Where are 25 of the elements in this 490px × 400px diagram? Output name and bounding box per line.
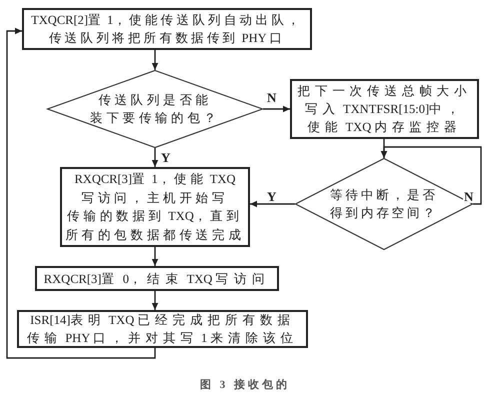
- process-box: [290, 79, 479, 139]
- branch-label: Y: [266, 190, 278, 203]
- step-text: 把下一次传送总帧大小写入 TXNTFSR[15:0]中，使能 TXQ 内存监控器: [298, 83, 472, 136]
- step-text: TXQCR[2]置 1，使能传送队列自动出队，传送队列将把所有数据传到 PHY 口: [31, 12, 303, 47]
- flow-arrow: [152, 148, 158, 167]
- question-text: 等待中断，是否得到内存空间？: [330, 187, 438, 222]
- process-box: [35, 266, 279, 291]
- step-text: RXQCR[3]置 1，使能 TXQ 写访问，主机开始写传输的数据到 TXQ，直到所有的包数据都传送完成: [65, 171, 245, 244]
- flow-arrow: [152, 247, 158, 266]
- decision-diamond: [295, 158, 473, 250]
- question-text: 传送队列是否能装下要传输的包？: [90, 92, 220, 127]
- process-box: [22, 8, 312, 50]
- branch-label: N: [266, 91, 278, 104]
- figure-caption: 图 3 接收包的: [200, 378, 290, 392]
- flow-arrow: [152, 50, 158, 70]
- flow-arrow: [250, 200, 295, 208]
- step-text: RXQCR[3]置 0，结束 TXQ 写访问: [44, 270, 270, 288]
- step-text: ISR[14]表明 TXQ 已经完成把所有数据传输 PHY 口，并对其写 1 来清除该位: [27, 312, 298, 347]
- branch-label: N: [463, 190, 474, 203]
- decision-diamond: [47, 70, 263, 148]
- flow-arrow: [152, 291, 158, 310]
- flow-arrow: [380, 146, 482, 205]
- flow-arrow: [263, 106, 290, 112]
- branch-label: Y: [160, 151, 172, 164]
- flow-arrow: [6, 28, 156, 359]
